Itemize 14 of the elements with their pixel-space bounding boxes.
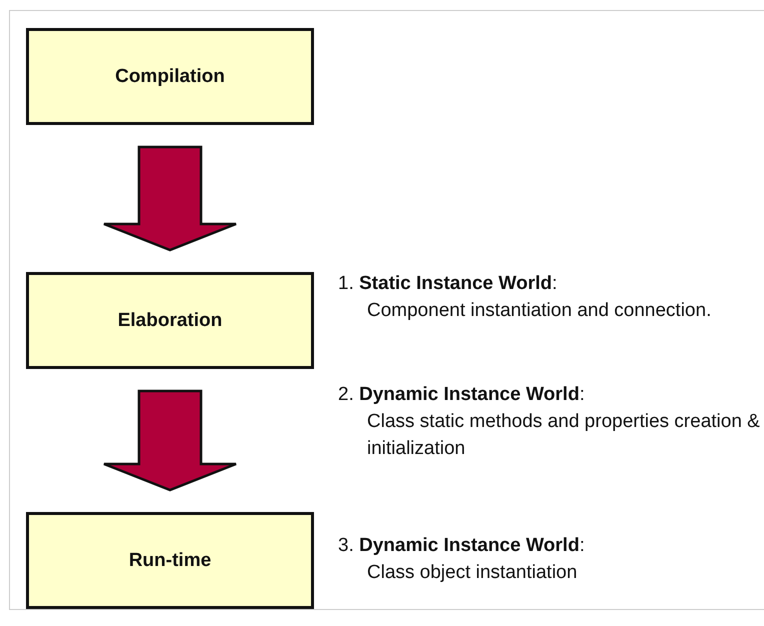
note-text: Class static methods and properties creation & initialization	[367, 410, 761, 461]
stage-box	[26, 512, 314, 609]
note-text: Component instantiation and connection.	[367, 299, 712, 323]
stage-label: Elaboration	[118, 310, 222, 332]
stage-label: Compilation	[115, 66, 225, 88]
note-heading: 3. Dynamic Instance World:	[338, 534, 586, 558]
block-arrow	[102, 146, 238, 252]
note-heading: 2. Dynamic Instance World:	[338, 383, 586, 407]
note-heading: 1. Static Instance World:	[338, 272, 558, 296]
stage-box	[26, 272, 314, 369]
block-arrow	[102, 390, 238, 492]
stage-box	[26, 28, 314, 125]
note-text: Class object instantiation	[367, 561, 578, 585]
stage-label: Run-time	[128, 550, 212, 572]
